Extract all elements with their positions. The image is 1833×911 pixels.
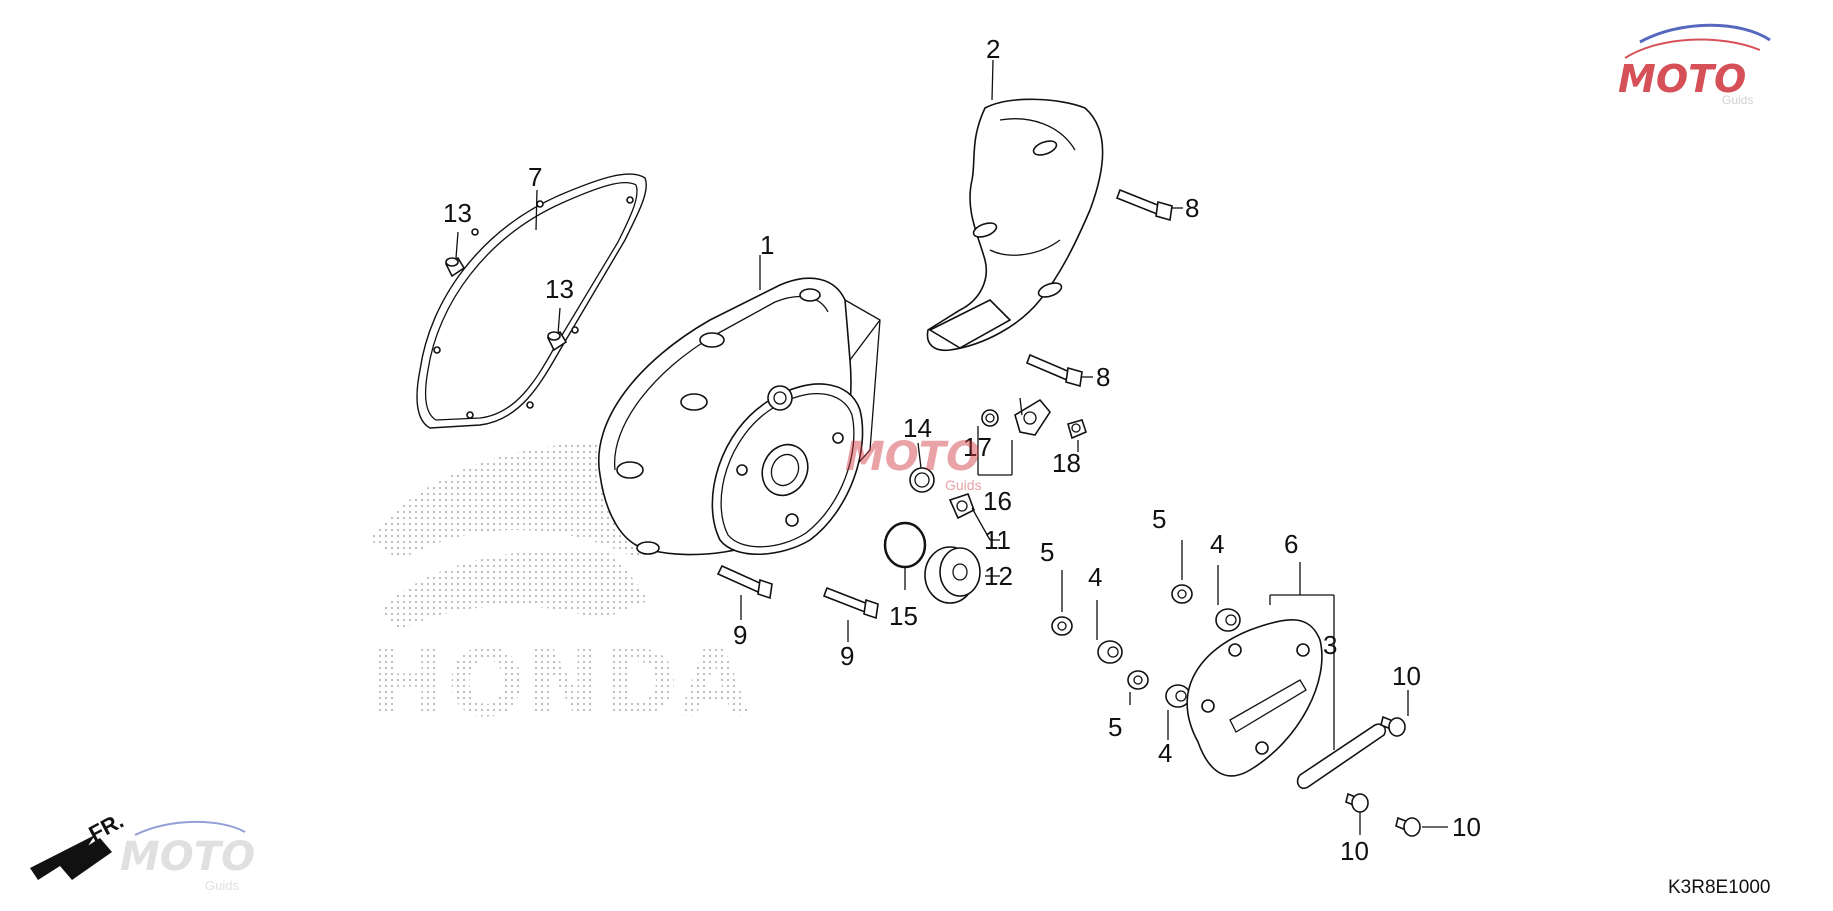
cover-plate-part-6 (1186, 619, 1323, 777)
washer-part-5-a (1051, 616, 1073, 636)
callout-9-a: 9 (733, 620, 747, 650)
callout-1: 1 (760, 230, 774, 260)
grommet-part-4-a (1097, 640, 1123, 664)
moto-guids-watermark-bottom: MOTO Guids (120, 820, 255, 893)
emblem-part-3 (1296, 723, 1387, 790)
callout-5-a: 5 (1040, 537, 1054, 567)
honda-logo-text: HONDA (370, 630, 750, 737)
bolt-part-9-b (822, 586, 879, 620)
moto-guids-watermark-center: MOTO Guids (845, 434, 982, 493)
screw-part-10-b (1345, 792, 1369, 813)
callout-10-c: 10 (1452, 812, 1481, 842)
cap-part-12 (924, 546, 981, 604)
bolt-part-8-b (1025, 353, 1083, 388)
callout-12: 12 (984, 561, 1013, 591)
moto-guids-watermark-top: MOTO Guids (1618, 23, 1771, 107)
switch-part-16 (1014, 398, 1051, 436)
moto-brand-text: MOTO (1618, 57, 1746, 101)
dowel-pin-13-b (546, 330, 568, 352)
callout-5-c: 5 (1108, 712, 1122, 742)
callout-17: 17 (963, 432, 992, 462)
moto-brand-text-center: MOTO (845, 434, 980, 480)
callout-16: 16 (983, 486, 1012, 516)
diagram-code: K3R8E1000 (1668, 877, 1770, 898)
callout-labels: 1 2 3 4 4 4 5 5 5 6 7 8 8 9 9 10 10 10 1… (443, 34, 1481, 866)
callout-13-a: 13 (443, 198, 472, 228)
callout-10-a: 10 (1392, 661, 1421, 691)
callout-7: 7 (528, 162, 542, 192)
bolt-part-9-a (716, 564, 773, 600)
o-ring-part-17 (981, 409, 999, 427)
callout-2: 2 (986, 34, 1000, 64)
gasket-part-7 (416, 173, 647, 429)
screw-part-10-c (1395, 816, 1421, 837)
cap-part-11 (948, 492, 976, 520)
callout-4-c: 4 (1158, 738, 1172, 768)
guids-text: Guids (1722, 93, 1753, 107)
guids-text-center: Guids (945, 477, 982, 493)
callout-9-b: 9 (840, 641, 854, 671)
washer-part-5-b (1171, 584, 1193, 604)
front-arrow-icon: FR. (30, 808, 128, 880)
callout-8-a: 8 (1185, 193, 1199, 223)
guids-text-bottom: Guids (205, 878, 239, 893)
callout-8-b: 8 (1096, 362, 1110, 392)
bolt-part-8-a (1115, 188, 1173, 222)
grommet-part-4-b (1215, 608, 1241, 632)
callout-18: 18 (1052, 448, 1081, 478)
moto-brand-text-bottom: MOTO (120, 834, 255, 880)
callout-14: 14 (903, 413, 932, 443)
callout-6: 6 (1284, 529, 1298, 559)
o-ring-part-14 (909, 467, 935, 493)
crankcase-cover-part-1 (597, 277, 881, 556)
leader-lines (455, 59, 1448, 835)
bolt-part-18 (1067, 419, 1087, 440)
callout-10-b: 10 (1340, 836, 1369, 866)
dowel-pin-13-a (444, 256, 466, 278)
callout-13-b: 13 (545, 274, 574, 304)
callout-5-b: 5 (1152, 504, 1166, 534)
callout-3: 3 (1323, 630, 1337, 660)
callout-15: 15 (889, 601, 918, 631)
callout-4-a: 4 (1088, 562, 1102, 592)
callout-4-b: 4 (1210, 529, 1224, 559)
o-ring-part-15 (883, 521, 927, 569)
washer-part-5-c (1127, 670, 1149, 690)
guard-part-2 (926, 98, 1104, 352)
callout-11: 11 (984, 525, 1011, 555)
screw-part-10-a (1380, 715, 1406, 737)
